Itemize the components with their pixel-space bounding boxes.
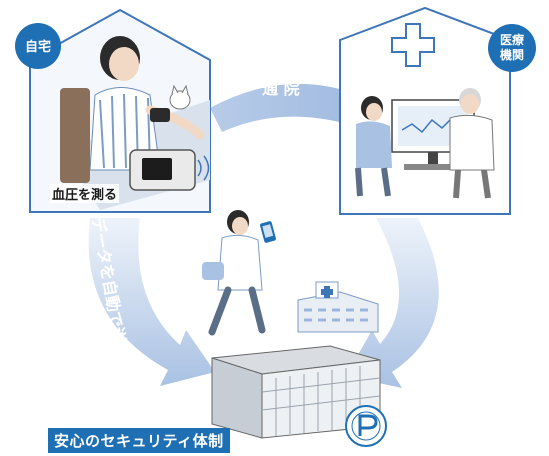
hospital-badge-label-line2: 機関 [500, 47, 524, 62]
patient-figure [355, 96, 392, 197]
confirm-label: いつでも最新データを確認 [468, 226, 514, 419]
hospital-badge [488, 24, 536, 72]
security-caption: 安心のセキュリティ体制 [48, 428, 230, 453]
hospital-building-icon [297, 281, 379, 333]
hospital-badge-label-line1: 医療 [500, 32, 524, 47]
smartphone-icon [260, 221, 276, 243]
home-caption: 血圧を測る [50, 184, 120, 203]
home-badge-label: 自宅 [25, 39, 51, 55]
walking-woman-figure [202, 210, 266, 336]
cat-figure [169, 84, 191, 110]
cross-icon [391, 23, 435, 67]
confirm-arrow [346, 218, 439, 388]
visit-label: 通 院 [262, 79, 300, 98]
auto-send-arrow [88, 218, 215, 386]
doctor-figure [449, 88, 495, 199]
blood-pressure-monitor-icon [129, 149, 210, 191]
home-badge [15, 23, 61, 69]
privacy-mark-icon [345, 405, 387, 447]
